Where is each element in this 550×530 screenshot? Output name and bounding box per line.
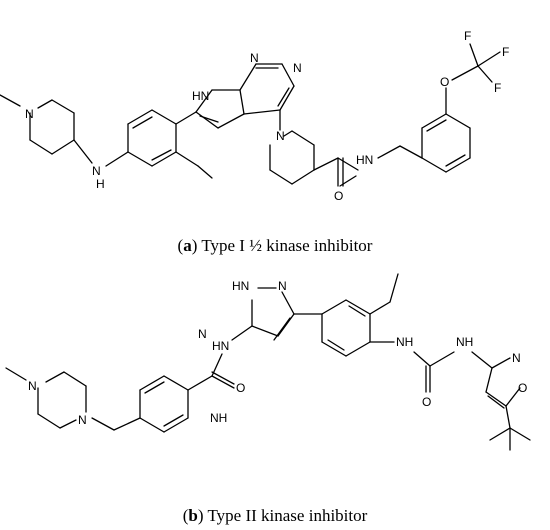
atom-label: HN — [356, 153, 373, 167]
caption-b-letter: b — [188, 506, 198, 525]
caption-b-text: Type II kinase inhibitor — [203, 506, 368, 525]
atom-label: N — [25, 107, 34, 121]
atom-label: N — [78, 413, 87, 427]
caption-a-letter: a — [183, 236, 192, 255]
methylpiperazine-ring — [5, 367, 141, 431]
atom-label: H — [96, 177, 105, 191]
atom-label: N — [198, 327, 207, 341]
atom-label: N — [250, 51, 259, 65]
atom-label: HN — [212, 339, 229, 353]
atom-label: N — [92, 164, 101, 178]
atom-label: O — [334, 189, 343, 203]
panel-a-type-i-half-inhibitor: N N H — [0, 0, 550, 262]
atom-label: F — [494, 81, 501, 95]
trifluoromethoxyphenyl-ring — [421, 43, 501, 173]
atom-label: O — [440, 75, 449, 89]
benzamide-ring — [139, 353, 235, 433]
structure-a-svg: N N H — [0, 29, 509, 203]
atom-label: O — [236, 381, 245, 395]
atom-label: N — [276, 129, 285, 143]
caption-b: (b) Type II kinase inhibitor — [182, 506, 368, 525]
atom-label: N — [28, 379, 37, 393]
atom-label: NH — [456, 335, 473, 349]
atom-label: F — [464, 29, 471, 43]
central-tolyl-ring — [293, 273, 399, 357]
caption-a: (a) Type I ½ kinase inhibitor — [177, 236, 373, 255]
piperidine-carboxamide — [269, 109, 423, 187]
isoxazole-ring — [471, 351, 531, 451]
structure-b-svg: N N O HN HN N — [5, 273, 531, 451]
atom-label: N — [512, 351, 521, 365]
pyrrolopyrimidine-core — [195, 63, 295, 129]
atom-label: F — [502, 45, 509, 59]
pyrazole-ring — [231, 287, 295, 341]
atom-label: HN — [232, 279, 249, 293]
atom-label: N — [278, 279, 287, 293]
atom-label: O — [422, 395, 431, 409]
atom-label: NH — [396, 335, 413, 349]
atom-label: HN — [192, 89, 209, 103]
urea-linker — [413, 351, 455, 393]
atom-label: NH — [210, 411, 227, 425]
atom-label: N — [293, 61, 302, 75]
caption-a-text: Type I ½ kinase inhibitor — [197, 236, 373, 255]
methylpiperidine-ring — [0, 94, 93, 164]
tolyl-ring — [105, 109, 213, 179]
panel-b-type-ii-inhibitor: N N O HN HN N — [0, 262, 550, 530]
atom-label: O — [518, 381, 527, 395]
